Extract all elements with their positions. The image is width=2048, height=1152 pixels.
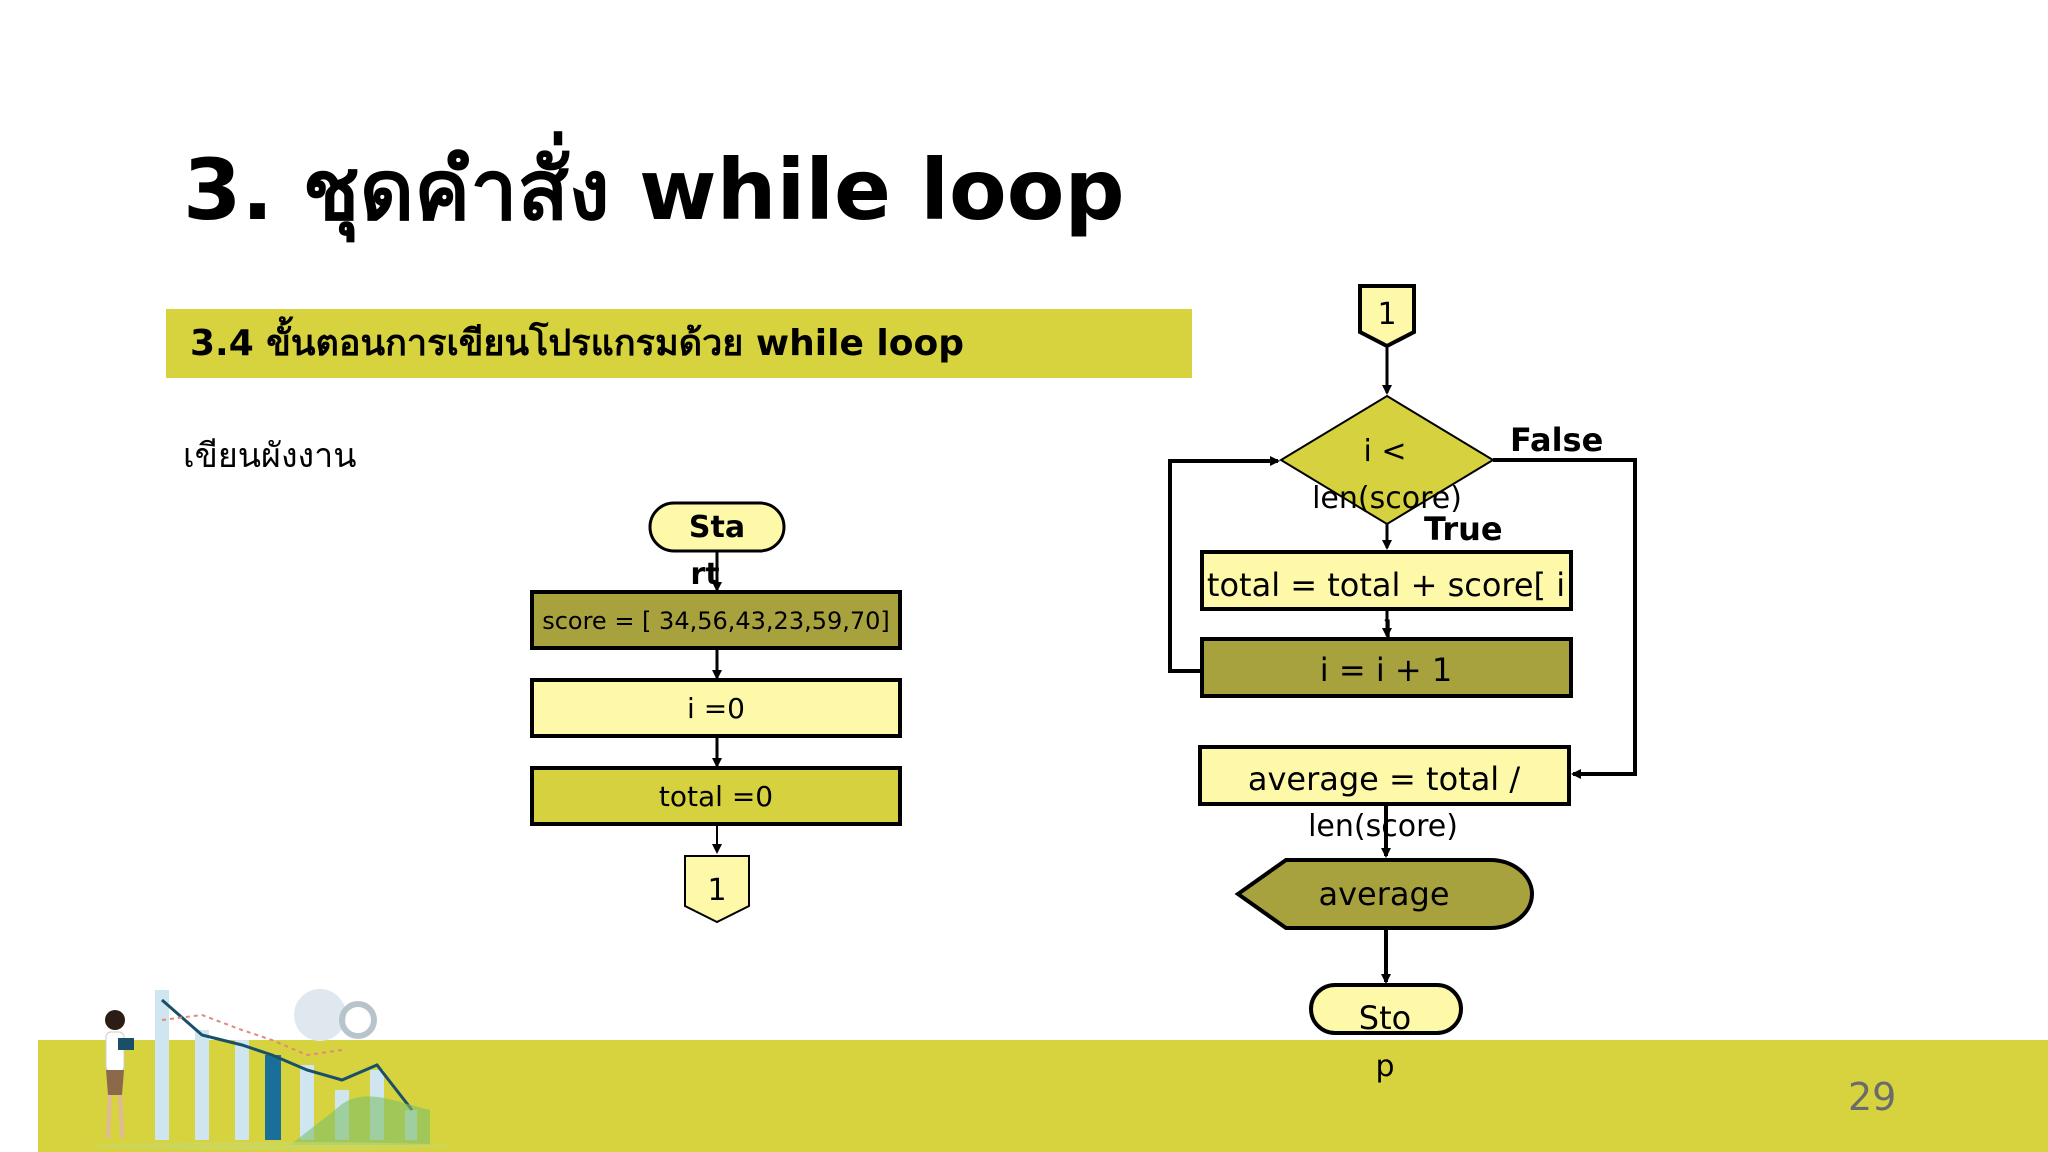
page-number: 29 [1848, 1075, 1897, 1119]
i-assign-label: i =0 [687, 692, 745, 725]
connector-left-label: 1 [707, 873, 726, 908]
accumulate-label-line1: total = total + score[ i [1207, 566, 1565, 604]
right-flowchart: 1 i < len(score) False True total = tota… [1168, 284, 1637, 1084]
true-branch-label: True [1424, 510, 1503, 548]
stop-terminal [1309, 983, 1463, 1035]
illustration-bars-icon [155, 989, 430, 1145]
increment-box [1200, 637, 1573, 698]
false-branch-line [1493, 458, 1637, 779]
start-label-line2: rt [690, 557, 719, 592]
stop-label-line2: p [1375, 1049, 1394, 1084]
offpage-connector-right [1358, 284, 1416, 349]
average-assign-line2: len(score) [1308, 809, 1458, 844]
analytics-illustration [90, 989, 450, 1150]
left-flowchart: Sta rt score = [ 34,56,43,23,59,70] i =0… [530, 501, 902, 924]
slide-title: 3. ชุดคำสั่ง while loop [183, 141, 1125, 239]
offpage-connector-left [684, 855, 750, 924]
section-header-bar: 3.4 ขั้นตอนการเขียนโปรแกรมด้วย while loo… [166, 309, 1192, 378]
score-assign-label: score = [ 34,56,43,23,59,70] [542, 607, 890, 635]
stop-label-line1: Sto [1359, 999, 1411, 1037]
score-assign-box [530, 590, 902, 650]
subtitle-write-flowchart: เขียนผังงาน [183, 436, 357, 476]
loop-back-line [1168, 456, 1280, 673]
condition-label-line1: i < [1363, 434, 1406, 469]
connector-right-label: 1 [1377, 297, 1396, 332]
start-label-line1: Sta [689, 510, 745, 545]
average-assign-line1: average = total / [1248, 760, 1521, 798]
section-header-text: 3.4 ขั้นตอนการเขียนโปรแกรมด้วย while loo… [190, 323, 964, 364]
increment-label: i = i + 1 [1320, 651, 1452, 689]
false-branch-label: False [1510, 421, 1603, 459]
output-label: average [1319, 875, 1450, 913]
average-assign-box [1198, 745, 1571, 806]
condition-label-line2: len(score) [1312, 481, 1462, 516]
total-assign-label: total =0 [659, 780, 773, 813]
woman-figure-icon [90, 1010, 450, 1150]
output-display-shape [1234, 858, 1534, 930]
